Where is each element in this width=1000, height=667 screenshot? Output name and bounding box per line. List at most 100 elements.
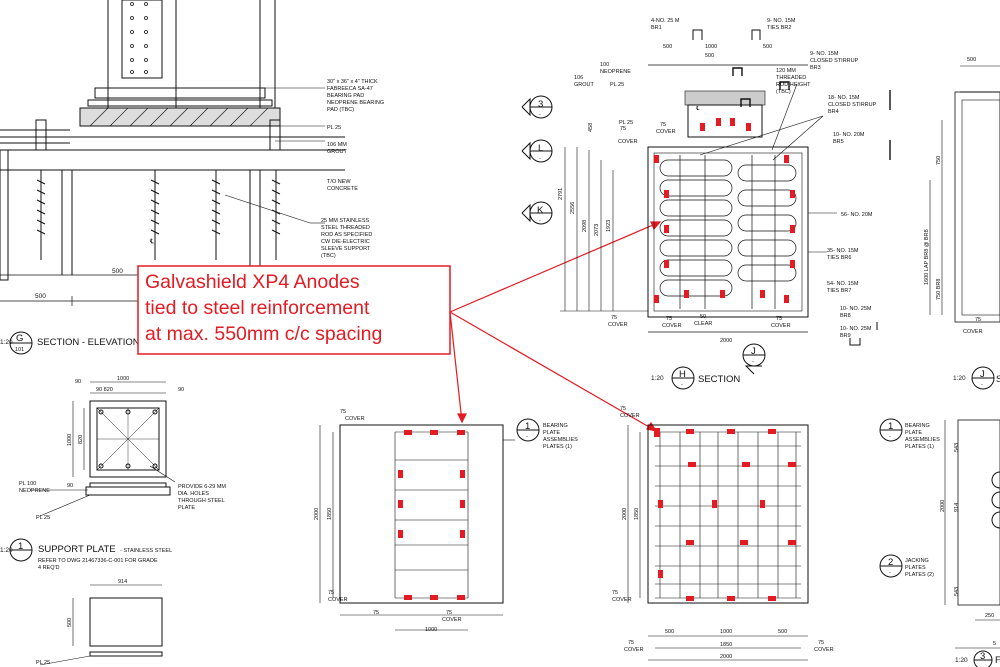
svg-text:1000: 1000 bbox=[425, 627, 437, 633]
svg-text:75: 75 bbox=[620, 406, 626, 412]
support-plate-scale: 1:20 bbox=[0, 547, 13, 554]
svg-text:120 MM: 120 MM bbox=[776, 68, 796, 74]
section-j-title-marker: J bbox=[980, 369, 985, 380]
svg-text:CLOSED STIRRUP: CLOSED STIRRUP bbox=[810, 58, 859, 64]
svg-text:COVER: COVER bbox=[662, 323, 682, 329]
plan-mid bbox=[627, 424, 809, 661]
elevation-title: SECTION - ELEVATION bbox=[37, 337, 140, 348]
svg-text:COVER: COVER bbox=[814, 647, 834, 653]
svg-text:CLEAR: CLEAR bbox=[694, 321, 712, 327]
svg-text:-: - bbox=[981, 382, 983, 388]
svg-text:REFER TO DWG 21467336-C-001 FO: REFER TO DWG 21467336-C-001 FOR GRADE bbox=[38, 558, 158, 564]
svg-text:54- NO. 15M: 54- NO. 15M bbox=[827, 281, 859, 287]
section-elevation bbox=[0, 0, 345, 306]
svg-text:PLATES (1): PLATES (1) bbox=[543, 444, 572, 450]
svg-text:1000: 1000 bbox=[67, 434, 73, 446]
support-plate-marker: 1 bbox=[18, 541, 23, 552]
svg-text:(TBC): (TBC) bbox=[776, 89, 791, 95]
elevation-text: 30" x 36" x 4" THICK FABREECA SA-47 BEAR… bbox=[35, 79, 384, 300]
svg-text:500: 500 bbox=[67, 618, 73, 627]
svg-text:GROUT: GROUT bbox=[327, 149, 348, 155]
svg-text:10- NO. 25M: 10- NO. 25M bbox=[840, 306, 872, 312]
svg-text:500: 500 bbox=[778, 629, 787, 635]
svg-text:BR9: BR9 bbox=[840, 333, 851, 339]
svg-text:-: - bbox=[526, 434, 528, 440]
svg-text:CONCRETE: CONCRETE bbox=[327, 186, 358, 192]
svg-text:COVER: COVER bbox=[963, 329, 983, 335]
svg-text:TIES BR2: TIES BR2 bbox=[767, 25, 791, 31]
callout-line-3: at max. 550mm c/c spacing bbox=[145, 323, 382, 345]
callout-box bbox=[137, 265, 451, 355]
svg-text:DIA. HOLES: DIA. HOLES bbox=[178, 491, 209, 497]
svg-text:1:20: 1:20 bbox=[955, 657, 968, 664]
svg-text:CW DIE-ELECTRIC: CW DIE-ELECTRIC bbox=[321, 239, 370, 245]
svg-text:BR3: BR3 bbox=[810, 65, 821, 71]
svg-text:PLATES (2): PLATES (2) bbox=[905, 572, 934, 578]
svg-text:THROUGH STEEL: THROUGH STEEL bbox=[178, 498, 225, 504]
svg-text:FABREECA SA-47: FABREECA SA-47 bbox=[327, 86, 373, 92]
section-h-marker: H bbox=[679, 369, 686, 380]
svg-text:BEARING: BEARING bbox=[543, 423, 568, 429]
svg-text:106: 106 bbox=[574, 75, 583, 81]
svg-text:TIES BR6: TIES BR6 bbox=[827, 255, 851, 261]
svg-text:75: 75 bbox=[373, 610, 379, 616]
section-h bbox=[521, 29, 891, 390]
callout-leaders bbox=[449, 221, 662, 432]
callout-line-1: Galvashield XP4 Anodes bbox=[145, 271, 360, 293]
svg-text:PLATES: PLATES bbox=[905, 565, 926, 571]
svg-text:820: 820 bbox=[78, 435, 84, 444]
svg-text:9- NO. 15M: 9- NO. 15M bbox=[810, 51, 839, 57]
svg-text:100: 100 bbox=[600, 62, 609, 68]
svg-text:S: S bbox=[996, 374, 1000, 385]
svg-text:NEOPRENE BEARING: NEOPRENE BEARING bbox=[327, 100, 384, 106]
svg-text:35- NO. 15M: 35- NO. 15M bbox=[827, 248, 859, 254]
svg-text:90: 90 bbox=[75, 379, 81, 385]
svg-text:75: 75 bbox=[620, 126, 626, 132]
svg-text:JACKING: JACKING bbox=[905, 558, 929, 564]
plan-left-marker: 1 bbox=[525, 421, 530, 432]
svg-text:90: 90 bbox=[178, 387, 184, 393]
svg-text:PAD (TBC): PAD (TBC) bbox=[327, 107, 354, 113]
svg-text:2000: 2000 bbox=[720, 338, 732, 344]
svg-text:500: 500 bbox=[663, 44, 672, 50]
svg-text:-: - bbox=[539, 218, 541, 224]
svg-text:BR5: BR5 bbox=[833, 139, 844, 145]
support-plate-text: 1000 90 90 820 90 1000 820 90 914 500 PR… bbox=[0, 376, 226, 666]
svg-text:2000: 2000 bbox=[622, 508, 628, 520]
svg-text:2000: 2000 bbox=[940, 500, 946, 512]
svg-text:2: 2 bbox=[888, 557, 893, 568]
svg-text:CLOSED STIRRUP: CLOSED STIRRUP bbox=[828, 102, 877, 108]
svg-text:1850: 1850 bbox=[634, 508, 640, 520]
svg-text:COVER: COVER bbox=[328, 597, 348, 603]
svg-text:-: - bbox=[539, 112, 541, 118]
svg-text:PL 25: PL 25 bbox=[36, 515, 50, 521]
svg-text:F: F bbox=[995, 655, 1000, 666]
plan-left-anodes bbox=[398, 430, 465, 600]
svg-text:BR8: BR8 bbox=[840, 313, 851, 319]
plan-mid-outline bbox=[647, 424, 809, 604]
section-h-scale: 1:20 bbox=[651, 375, 664, 382]
svg-text:COVER: COVER bbox=[442, 617, 462, 623]
svg-text:1000: 1000 bbox=[117, 376, 129, 382]
centerline: ℄ bbox=[149, 238, 155, 245]
svg-text:PLATE: PLATE bbox=[905, 430, 922, 436]
dim-500-b: 500 bbox=[35, 293, 46, 300]
steel-column bbox=[121, 0, 163, 79]
svg-text:COVER: COVER bbox=[612, 597, 632, 603]
bolt-holes bbox=[130, 2, 148, 74]
svg-text:75: 75 bbox=[611, 315, 617, 321]
elevation-scale: 1:20 bbox=[0, 339, 13, 346]
bearing-pad-note: 30" x 36" x 4" THICK bbox=[327, 79, 378, 85]
pl25-note: PL 25 bbox=[327, 125, 341, 131]
svg-text:75: 75 bbox=[340, 409, 346, 415]
svg-text:75: 75 bbox=[776, 316, 782, 322]
svg-text:543: 543 bbox=[954, 443, 960, 452]
pier-cap-body bbox=[647, 146, 809, 318]
plan-mid-anodes bbox=[654, 428, 796, 601]
svg-text:56- NO. 20M: 56- NO. 20M bbox=[841, 212, 873, 218]
svg-text:9- NO. 15M: 9- NO. 15M bbox=[767, 18, 796, 24]
plan-mid-text: 75 COVER 2000 1850 75 COVER 500 1000 500… bbox=[612, 406, 834, 660]
svg-text:-: - bbox=[752, 359, 754, 365]
plate-outline bbox=[89, 400, 167, 478]
